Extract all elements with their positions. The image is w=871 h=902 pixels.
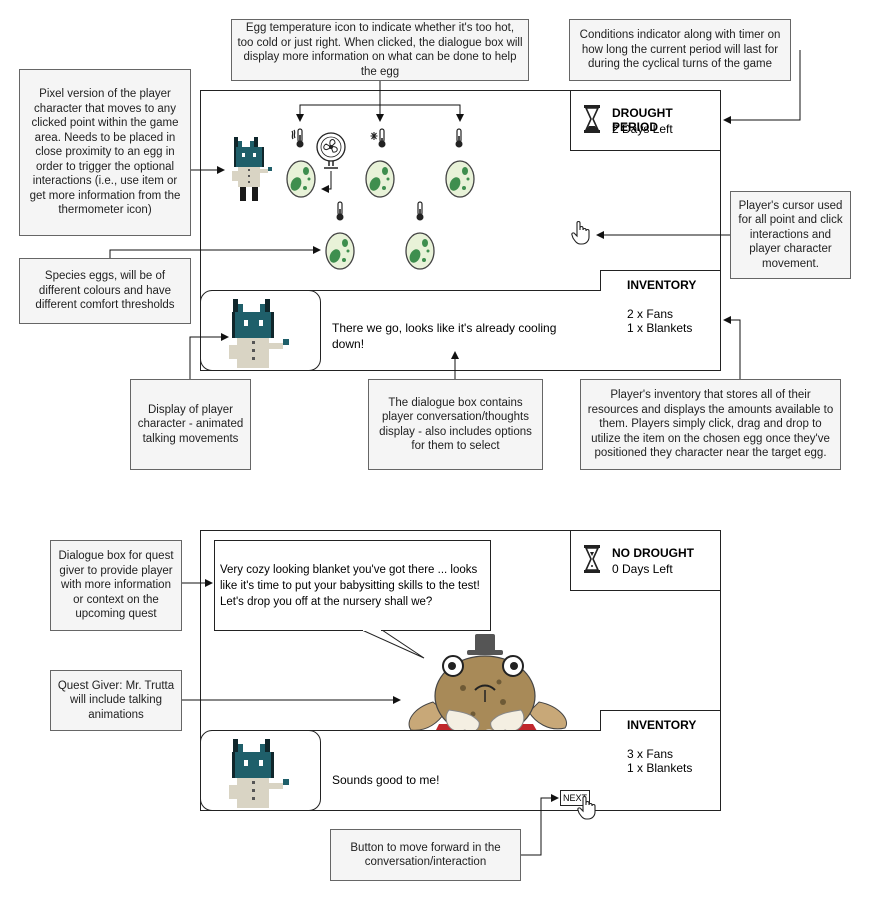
note-quest-dialogue: Dialogue box for quest giver to provide …: [50, 540, 182, 631]
condition-title: NO DROUGHT: [612, 546, 694, 560]
condition-indicator[interactable]: DROUGHT PERIOD 2 Days Left: [570, 90, 721, 151]
species-egg[interactable]: [364, 158, 396, 203]
note-species-eggs: Species eggs, will be of different colou…: [19, 258, 191, 324]
note-cursor: Player's cursor used for all point and c…: [730, 191, 851, 279]
thermometer-icon[interactable]: [452, 127, 466, 154]
note-conditions: Conditions indicator along with timer on…: [569, 19, 791, 81]
hand-cursor-icon: [571, 220, 590, 245]
inventory-title: INVENTORY: [627, 278, 697, 292]
player-portrait-icon: [229, 299, 289, 368]
quest-dialogue-box: [214, 540, 491, 631]
thermometer-icon[interactable]: [370, 127, 390, 154]
species-egg[interactable]: [324, 230, 356, 275]
hot-thermometer-icon: [291, 128, 304, 148]
player-character-pixel[interactable]: [228, 135, 276, 210]
inventory-item-blankets[interactable]: 1 x Blankets: [627, 321, 693, 335]
egg-icon: [286, 160, 316, 198]
player-portrait-box: [200, 730, 321, 811]
inventory-panel[interactable]: INVENTORY 2 x Fans 1 x Blankets: [600, 270, 721, 371]
note-inventory: Player's inventory that stores all of th…: [580, 379, 841, 470]
inventory-title: INVENTORY: [627, 718, 697, 732]
egg-icon: [365, 160, 395, 198]
hourglass-icon: [584, 105, 600, 133]
condition-timer: 0 Days Left: [612, 562, 673, 576]
fan-icon[interactable]: [313, 131, 349, 176]
condition-title: DROUGHT PERIOD: [612, 106, 673, 134]
speech-bubble-tail: [361, 629, 425, 659]
cursor-icon: [571, 220, 593, 251]
hourglass-icon: [584, 545, 600, 573]
thermometer-icon: [455, 128, 463, 148]
thermometer-icon[interactable]: [333, 200, 347, 227]
quest-speech-text: Very cozy looking blanket you've got the…: [220, 564, 480, 608]
player-portrait-box: [200, 290, 321, 371]
cold-thermometer-icon: [370, 128, 386, 148]
species-egg[interactable]: [404, 230, 436, 275]
note-dialogue-box: The dialogue box contains player convers…: [368, 379, 543, 470]
species-egg[interactable]: [444, 158, 476, 203]
note-next-button: Button to move forward in the conversati…: [330, 829, 521, 881]
egg-icon: [405, 232, 435, 270]
thermometer-icon[interactable]: [290, 127, 308, 154]
note-egg-temperature: Egg temperature icon to indicate whether…: [231, 19, 529, 81]
thermometer-icon: [416, 201, 424, 221]
note-quest-giver: Quest Giver: Mr. Trutta will include tal…: [50, 670, 182, 731]
inventory-item-fans[interactable]: 2 x Fans: [627, 307, 674, 321]
thermometer-icon: [336, 201, 344, 221]
player-portrait-icon: [229, 739, 289, 808]
player-sprite-icon: [232, 137, 272, 201]
condition-timer: 2 Days Left: [612, 122, 673, 136]
note-player-pixel: Pixel version of the player character th…: [19, 69, 191, 236]
note-display-player: Display of player character - animated t…: [130, 379, 251, 470]
inventory-item-fans[interactable]: 3 x Fans: [627, 747, 674, 761]
inventory-item-blankets[interactable]: 1 x Blankets: [627, 761, 693, 775]
speech-bubble-tail-cover: [363, 629, 381, 631]
species-egg[interactable]: [285, 158, 317, 203]
egg-icon: [325, 232, 355, 270]
egg-icon: [445, 160, 475, 198]
dialogue-text: Sounds good to me!: [332, 773, 440, 787]
dialogue-text: There we go, looks like it's already coo…: [332, 321, 557, 351]
cursor-icon: [577, 795, 599, 826]
hand-cursor-icon: [577, 795, 596, 820]
thermometer-icon[interactable]: [413, 200, 427, 227]
fan-item-icon: [316, 132, 346, 169]
condition-indicator[interactable]: NO DROUGHT 0 Days Left: [570, 530, 721, 591]
inventory-panel[interactable]: INVENTORY 3 x Fans 1 x Blankets: [600, 710, 721, 811]
